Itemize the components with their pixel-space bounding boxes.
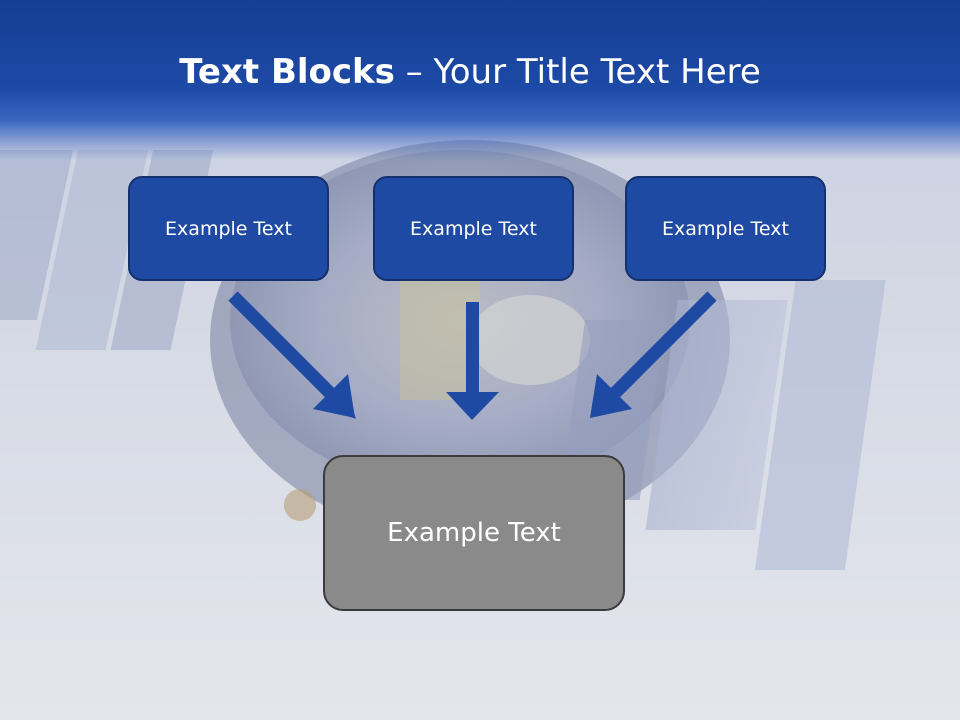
title-bold: Text Blocks — [179, 52, 395, 92]
arrow-left — [228, 291, 356, 419]
text-block-2[interactable]: Example Text — [373, 176, 574, 281]
text-block-1-label: Example Text — [165, 217, 292, 240]
text-block-1[interactable]: Example Text — [128, 176, 329, 281]
result-block[interactable]: Example Text — [323, 455, 625, 611]
arrow-center — [446, 302, 499, 420]
text-block-3[interactable]: Example Text — [625, 176, 826, 281]
result-block-label: Example Text — [387, 518, 561, 548]
header-band — [0, 0, 960, 160]
arrow-right — [590, 291, 717, 418]
text-block-3-label: Example Text — [662, 217, 789, 240]
text-block-2-label: Example Text — [410, 217, 537, 240]
slide-title: Text Blocks – Your Title Text Here — [0, 52, 940, 92]
title-rest: – Your Title Text Here — [394, 52, 761, 92]
